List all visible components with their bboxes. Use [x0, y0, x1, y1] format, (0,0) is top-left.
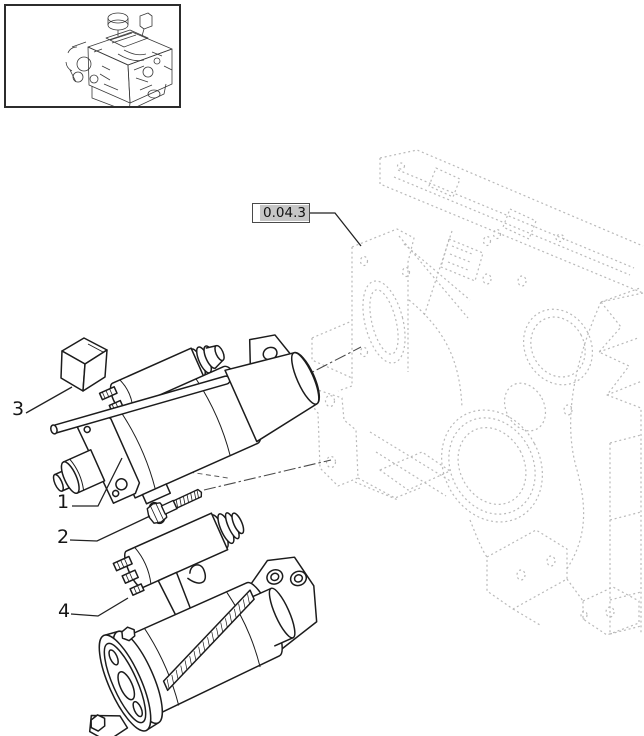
engine-thumbnail: [65, 12, 173, 113]
callout-3[interactable]: 3: [11, 398, 25, 420]
starter-motor-part-4[interactable]: [29, 487, 340, 736]
cover-part-3[interactable]: [60, 337, 108, 392]
callout-4[interactable]: 4: [57, 600, 71, 622]
alignment-centerlines: [162, 346, 362, 491]
engine-plate-outline: [311, 149, 644, 636]
callout-2[interactable]: 2: [56, 526, 70, 548]
mounting-bolt-part-2[interactable]: [144, 482, 206, 526]
engine-thumbnail-box[interactable]: [4, 4, 181, 113]
starter-motor-part-1[interactable]: [27, 312, 329, 535]
section-reference-label[interactable]: 0.04.3: [252, 203, 310, 223]
section-reference-text: 0.04.3: [260, 205, 309, 221]
callout-1[interactable]: 1: [56, 491, 70, 513]
leader-lines: [25, 212, 362, 617]
